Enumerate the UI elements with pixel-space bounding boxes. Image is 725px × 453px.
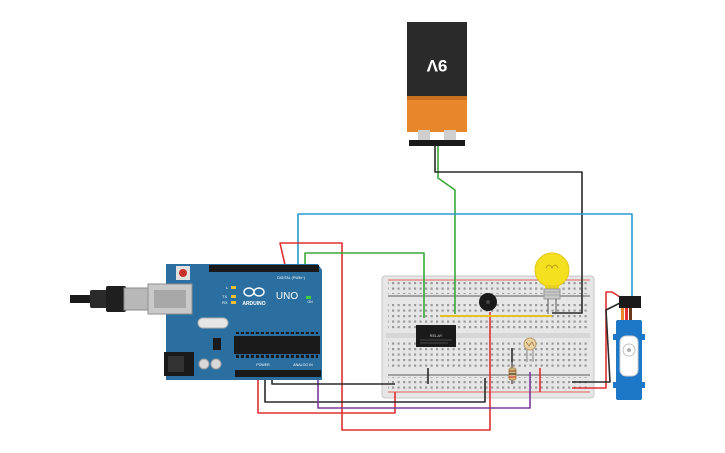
digital-header-label: DIGITAL (PWM~) — [277, 276, 305, 280]
uno-label: UNO — [276, 291, 298, 302]
relay-module[interactable]: RELAY — [416, 325, 456, 347]
usb-plug — [106, 286, 126, 312]
crystal — [197, 317, 229, 329]
wire-battery-ground-to-bulb[interactable] — [434, 146, 583, 314]
bulb-base — [543, 288, 561, 300]
buzzer[interactable] — [479, 293, 497, 311]
relay-label: RELAY — [430, 333, 443, 338]
battery-copper-band — [407, 96, 467, 132]
capacitor-2 — [210, 358, 222, 370]
wire-battery-to-relay[interactable] — [437, 146, 456, 314]
led-rx — [231, 301, 236, 304]
atmega-chip — [234, 336, 320, 354]
led-tx-label: TX — [222, 294, 227, 299]
light-bulb[interactable] — [534, 252, 570, 314]
wire-analog-ldr[interactable] — [317, 370, 531, 409]
photoresistor[interactable] — [523, 337, 537, 362]
led-l-label: L — [226, 285, 229, 290]
battery-clip — [409, 140, 465, 146]
battery-terminal-left — [418, 130, 430, 140]
icsp-header — [213, 338, 221, 350]
on-label: ON — [307, 300, 313, 304]
arduino-logo-icon — [243, 287, 265, 297]
usb-cable — [70, 295, 92, 303]
servo-motor[interactable] — [613, 296, 645, 400]
led-rx-label: RX — [222, 300, 228, 305]
led-tx — [231, 295, 236, 298]
wire-gnd-to-rail[interactable] — [264, 370, 486, 403]
top-power-rail — [388, 282, 588, 294]
wire-servo-ground[interactable] — [572, 301, 623, 383]
wires — [257, 146, 633, 431]
resistor[interactable] — [508, 362, 517, 384]
servo-connector — [619, 296, 641, 308]
arduino-logo-text: ARDUINO — [242, 301, 265, 307]
capacitor-1 — [198, 358, 210, 370]
power-header-label: POWER — [256, 363, 270, 367]
analog-header-label: ANALOG IN — [293, 363, 313, 367]
wire-red-digital-loop[interactable] — [279, 242, 491, 431]
center-channel — [386, 333, 590, 338]
arduino-uno[interactable]: DIGITAL (PWM~) L TX RX ARDUINO UNO ON PO… — [70, 264, 322, 380]
light-bulb-icon — [534, 252, 570, 288]
wire-servo-power[interactable] — [572, 291, 629, 389]
power-led — [306, 296, 311, 299]
bottom-power-rail — [388, 377, 588, 389]
battery-black-top — [407, 22, 467, 98]
battery-9v[interactable]: 9V — [407, 22, 467, 146]
relay-body — [416, 325, 456, 347]
battery-terminal-right — [444, 130, 456, 140]
battery-label: 9V — [426, 56, 447, 75]
wire-green-to-relay-input[interactable] — [304, 252, 425, 318]
wire-signal-to-servo[interactable] — [297, 213, 633, 300]
led-l — [231, 286, 236, 289]
